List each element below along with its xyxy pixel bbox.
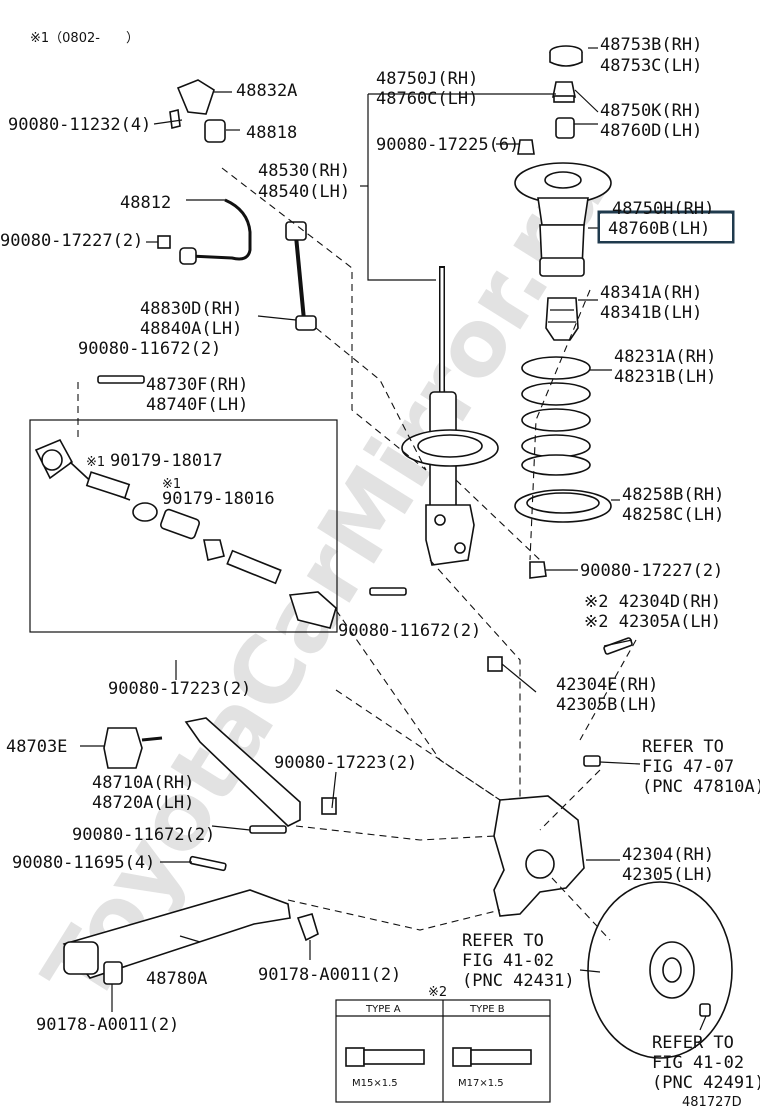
note-1: ※1（0802- ）	[30, 31, 139, 46]
label-48832a[interactable]: 48832A	[236, 81, 297, 101]
type-b-label: TYPE B	[469, 1004, 505, 1015]
label-42305a[interactable]: ※2 42305A(LH)	[584, 612, 721, 632]
label-90080-17223b[interactable]: 90080-17223(2)	[274, 753, 417, 773]
label-90080-17227b[interactable]: 90080-17227(2)	[580, 561, 723, 581]
mark-2: ※2	[428, 985, 447, 1000]
label-48760c[interactable]: 48760C(LH)	[376, 89, 478, 109]
label-42304[interactable]: 42304(RH)	[622, 845, 714, 865]
label-90080-11672a[interactable]: 90080-11672(2)	[78, 339, 221, 359]
label-90080-11672c[interactable]: 90080-11672(2)	[72, 825, 215, 845]
label-48750j[interactable]: 48750J(RH)	[376, 69, 478, 89]
carrier-knuckle	[487, 561, 633, 917]
label-48258b[interactable]: 48258B(RH)	[622, 485, 724, 505]
label-42304d[interactable]: ※2 42304D(RH)	[584, 592, 721, 612]
label-48750k[interactable]: 48750K(RH)	[600, 101, 702, 121]
label-refer-41-02a-line1[interactable]: REFER TO	[462, 931, 544, 951]
m17-label: M17×1.5	[458, 1078, 504, 1089]
label-48730f[interactable]: 48730F(RH)	[146, 375, 248, 395]
label-refer-41-02b-line2[interactable]: FIG 41-02	[652, 1053, 744, 1073]
label-48231b[interactable]: 48231B(LH)	[614, 367, 716, 387]
lower-link-parts	[62, 717, 337, 985]
label-48840a[interactable]: 48840A(LH)	[140, 319, 242, 339]
brake-disc	[587, 881, 733, 1059]
label-48710a[interactable]: 48710A(RH)	[92, 773, 194, 793]
label-48703e[interactable]: 48703E	[6, 737, 67, 757]
label-90178-a0011a[interactable]: 90178-A0011(2)	[36, 1015, 179, 1035]
label-90080-11695[interactable]: 90080-11695(4)	[12, 853, 155, 873]
label-48780a[interactable]: 48780A	[146, 969, 207, 989]
type-a-label: TYPE A	[365, 1004, 401, 1015]
label-42305b[interactable]: 42305B(LH)	[556, 695, 658, 715]
label-refer-41-02a-line2[interactable]: FIG 41-02	[462, 951, 554, 971]
diagram-id: 481727D	[682, 1095, 742, 1110]
label-48812[interactable]: 48812	[120, 193, 171, 213]
label-48753c[interactable]: 48753C(LH)	[600, 56, 702, 76]
label-42304e[interactable]: 42304E(RH)	[556, 675, 658, 695]
label-refer-47-07-line1[interactable]: REFER TO	[642, 737, 724, 757]
label-42305[interactable]: 42305(LH)	[622, 865, 714, 885]
label-48231a[interactable]: 48231A(RH)	[614, 347, 716, 367]
label-48530[interactable]: 48530(RH)	[258, 161, 350, 181]
label-48341a[interactable]: 48341A(RH)	[600, 283, 702, 303]
label-48540[interactable]: 48540(LH)	[258, 182, 350, 202]
label-48258c[interactable]: 48258C(LH)	[622, 505, 724, 525]
label-90080-17227a[interactable]: 90080-17227(2)	[0, 231, 143, 251]
leader-lines	[80, 47, 707, 1031]
lateral-link-box	[29, 419, 338, 633]
label-90080-11672b[interactable]: 90080-11672(2)	[338, 621, 481, 641]
label-refer-41-02b-line3[interactable]: (PNC 42491)	[652, 1073, 760, 1093]
label-90179-18016[interactable]: 90179-18016	[162, 489, 275, 509]
m15-label: M15×1.5	[352, 1078, 398, 1089]
label-48341b[interactable]: 48341B(LH)	[600, 303, 702, 323]
label-90178-a0011b[interactable]: 90178-A0011(2)	[258, 965, 401, 985]
label-refer-41-02a-line3[interactable]: (PNC 42431)	[462, 971, 575, 991]
label-48760d[interactable]: 48760D(LH)	[600, 121, 702, 141]
label-90179-18017[interactable]: 90179-18017	[110, 451, 223, 471]
label-90080-11232[interactable]: 90080-11232(4)	[8, 115, 151, 135]
assembly-dashed-lines	[77, 167, 637, 941]
label-48830d[interactable]: 48830D(RH)	[140, 299, 242, 319]
label-refer-41-02b-line1[interactable]: REFER TO	[652, 1033, 734, 1053]
highlight-box	[597, 210, 735, 244]
stabilizer-group	[157, 79, 317, 331]
lateral-link-parts	[34, 375, 407, 629]
label-48760b[interactable]: 48760B(LH)	[608, 219, 710, 239]
label-refer-47-07-line3[interactable]: (PNC 47810A)	[642, 777, 760, 797]
strut-mount-group	[514, 45, 612, 523]
label-48818[interactable]: 48818	[246, 123, 297, 143]
shock-absorber	[401, 266, 499, 566]
label-48753b[interactable]: 48753B(RH)	[600, 35, 702, 55]
label-48740f[interactable]: 48740F(LH)	[146, 395, 248, 415]
mark-1b: ※1	[162, 477, 181, 492]
label-refer-47-07-line2[interactable]: FIG 47-07	[642, 757, 734, 777]
mark-1a: ※1	[86, 455, 105, 470]
coil-spring	[521, 356, 591, 476]
label-90080-17225[interactable]: 90080-17225(6)	[376, 135, 519, 155]
bolt-type-table	[335, 999, 551, 1103]
label-48720a[interactable]: 48720A(LH)	[92, 793, 194, 813]
label-90080-17223a[interactable]: 90080-17223(2)	[108, 679, 251, 699]
